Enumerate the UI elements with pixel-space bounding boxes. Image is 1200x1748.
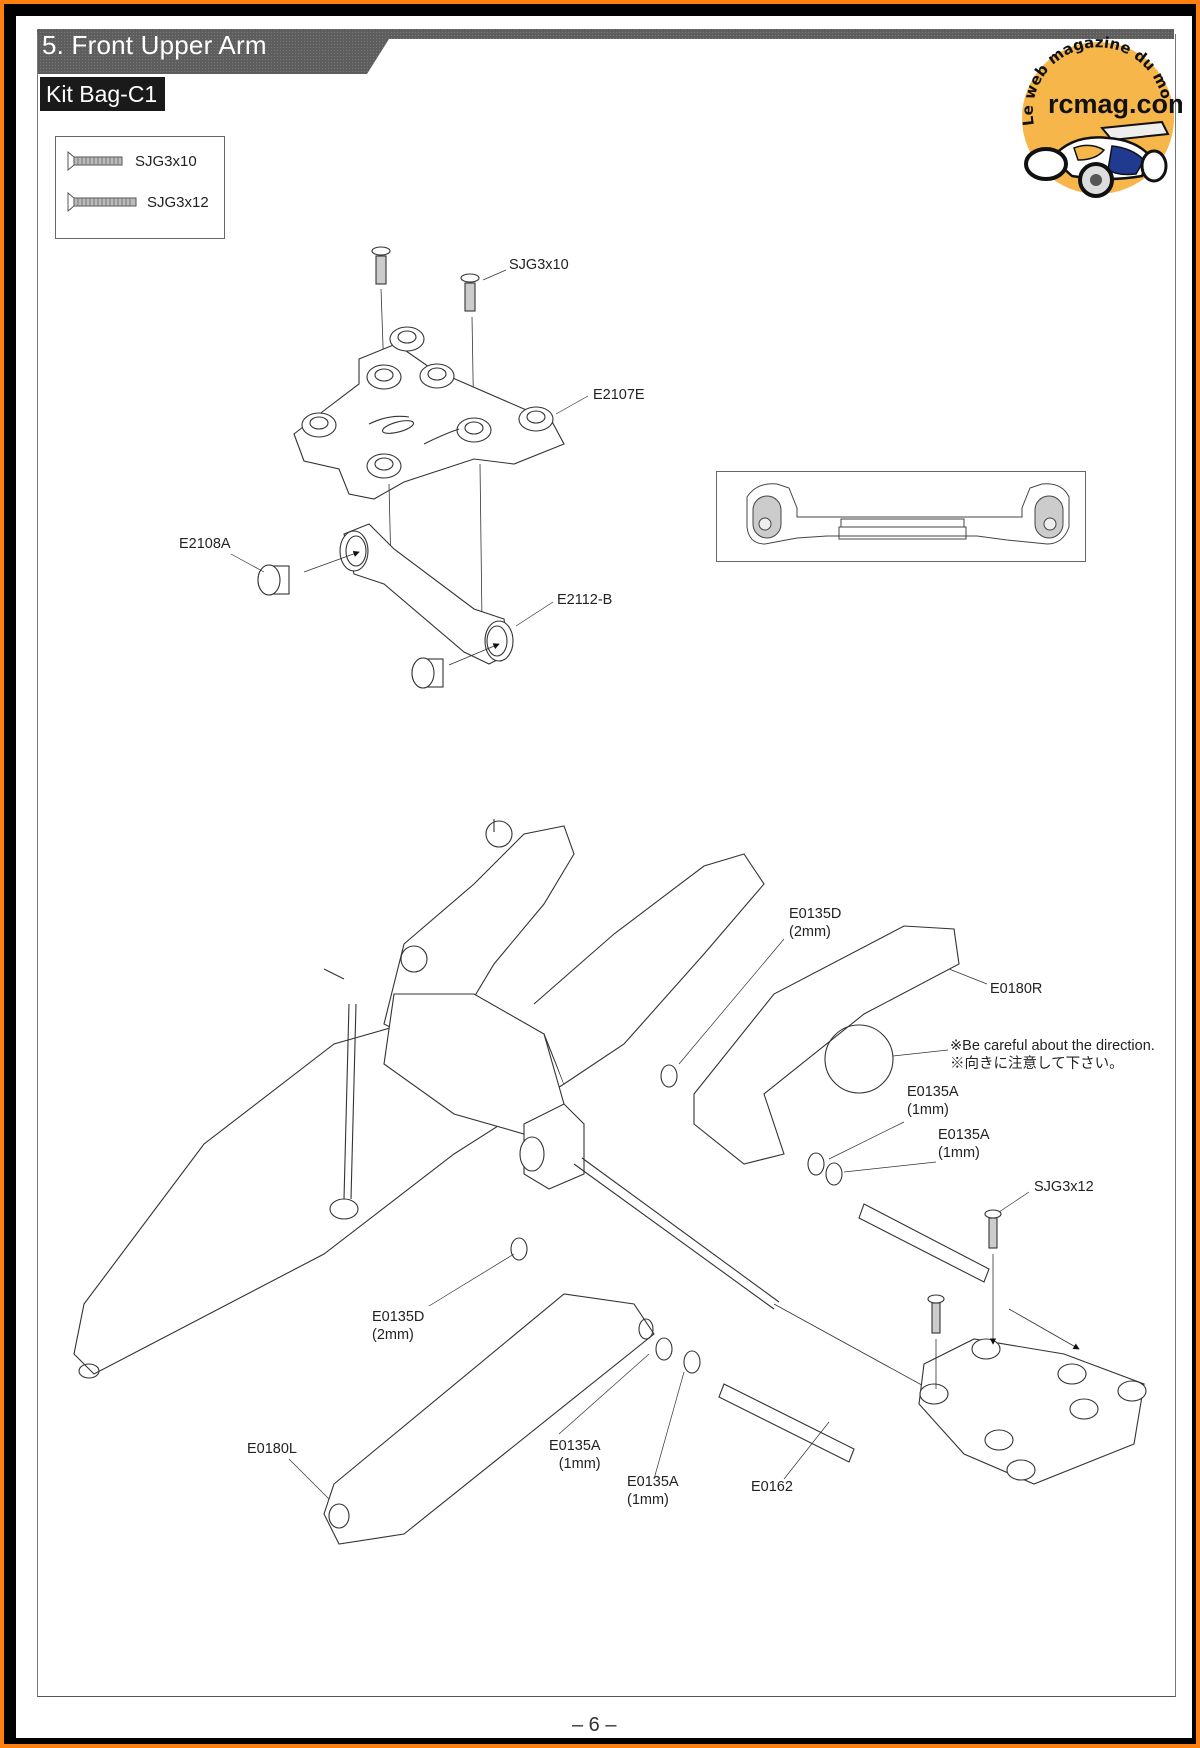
bushing-e2108a-right xyxy=(411,657,444,689)
lower-assembly-drawing xyxy=(73,819,1147,1545)
direction-detail-inset xyxy=(716,471,1086,562)
label-e0135d-left: E0135D (2mm) xyxy=(372,1309,425,1343)
parts-list-box: SJG3x10 SJG3x12 xyxy=(55,136,225,239)
label-e0162: E0162 xyxy=(751,1479,793,1495)
label-e0180r: E0180R xyxy=(990,981,1043,997)
label-e0135d-right: E0135D (2mm) xyxy=(789,906,842,940)
part-sjg3x12-label: SJG3x12 xyxy=(147,194,209,211)
label-e0135a-right-1: E0135A (1mm) xyxy=(907,1084,959,1118)
page-number: – 6 – xyxy=(572,1714,617,1736)
logo-brand: rcmag.com xyxy=(1048,89,1182,119)
label-e0180l: E0180L xyxy=(247,1441,297,1457)
part-sjg3x10-label: SJG3x10 xyxy=(135,153,197,170)
label-e0135a-left-2: E0135A (1mm) xyxy=(627,1474,679,1508)
caution-note-jp: ※向きに注意して下さい。 xyxy=(950,1056,1124,1072)
caution-note-en: ※Be careful about the direction. xyxy=(950,1038,1155,1054)
page-frame: 5. Front Upper Arm Kit Bag-C1 SJG3x10 SJ… xyxy=(4,4,1196,1744)
content-border xyxy=(37,34,1176,1697)
label-sjg3x10: SJG3x10 xyxy=(509,257,569,273)
assembly-drawing xyxy=(73,246,1147,1545)
label-sjg3x12: SJG3x12 xyxy=(1034,1179,1094,1195)
rcmag-logo: Le web magazine du modelisme rcmag.com xyxy=(1012,30,1182,198)
section-title: 5. Front Upper Arm xyxy=(42,30,267,60)
header-band xyxy=(37,29,1174,74)
label-e2108a: E2108A xyxy=(179,536,231,552)
caution-note: ※Be careful about the direction. ※向きに注意し… xyxy=(950,1037,1155,1073)
kit-bag-label: Kit Bag-C1 xyxy=(40,77,166,111)
label-e0135a-left-1: E0135A (1mm) xyxy=(549,1438,601,1472)
label-e0135a-right-2: E0135A (1mm) xyxy=(938,1127,990,1161)
label-e2107e: E2107E xyxy=(593,387,645,403)
upper-assembly-drawing xyxy=(230,246,589,689)
screw-sjg3x12-left xyxy=(927,1294,945,1389)
label-e2112-b: E2112-B xyxy=(557,592,613,608)
countersunk-screw-icon xyxy=(67,192,137,212)
screw-sjg3x12-right xyxy=(984,1209,1002,1345)
countersunk-screw-icon xyxy=(67,151,123,171)
manual-page: 5. Front Upper Arm Kit Bag-C1 SJG3x10 SJ… xyxy=(16,16,1192,1738)
bushing-e2108a-left xyxy=(257,564,290,596)
